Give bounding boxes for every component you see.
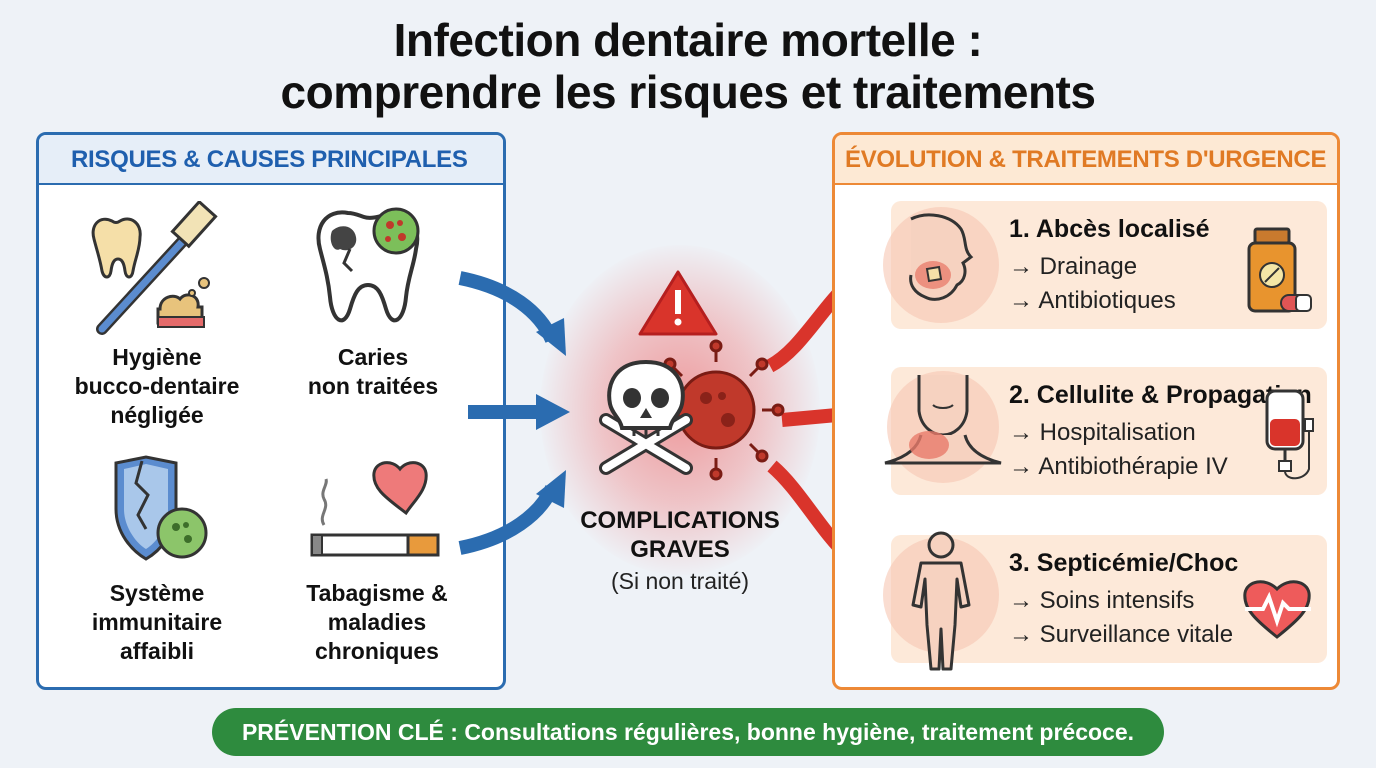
- complications-line-1: COMPLICATIONS: [580, 507, 780, 534]
- stage-line: → Antibiotiques: [1009, 287, 1176, 314]
- cigarette-heart-icon: [310, 461, 440, 557]
- complications-line-2: GRAVES: [630, 536, 730, 563]
- stage-title: 1. Abcès localisé: [1009, 215, 1210, 243]
- cause-label: Hygiène bucco-dentaire négligée: [74, 344, 240, 428]
- tooth-toothbrush-icon: [91, 201, 218, 335]
- cause-caries: Caries non traitées: [263, 201, 483, 401]
- cause-label: Système immunitaire affaibli: [91, 580, 223, 664]
- heart-monitor-icon: [1243, 580, 1311, 639]
- broken-shield-icon: [114, 455, 208, 561]
- treatments-panel: ÉVOLUTION & TRAITEMENTS D'URGENCE 1. Abc…: [832, 132, 1340, 690]
- stage-line: → Soins intensifs: [1009, 587, 1195, 614]
- arrow-blue-bottom: [458, 484, 559, 555]
- stage-line: → Antibiothérapie IV: [1009, 453, 1228, 480]
- decayed-tooth-icon: [316, 207, 420, 323]
- stage-septicemia: 3. Septicémie/Choc → Soins intensifs → S…: [883, 531, 1327, 671]
- stage-line: → Drainage: [1009, 253, 1138, 280]
- prevention-banner: PRÉVENTION CLÉ : Consultations régulière…: [212, 708, 1164, 756]
- swollen-face-icon: [883, 207, 999, 323]
- stage-line: → Hospitalisation: [1009, 419, 1196, 446]
- complications-label: COMPLICATIONS GRAVES: [540, 506, 820, 564]
- stage-cellulitis: 2. Cellulite & Propagation → Hospitalisa…: [884, 367, 1327, 495]
- cause-hygiene: Hygiène bucco-dentaire négligée: [47, 201, 267, 430]
- body-icon: [883, 531, 999, 671]
- stage-title: 2. Cellulite & Propagation: [1009, 381, 1312, 409]
- treatments-header: ÉVOLUTION & TRAITEMENTS D'URGENCE: [835, 135, 1337, 185]
- warning-icon: [638, 270, 718, 336]
- stage-abscess: 1. Abcès localisé → Drainage → Antibioti…: [883, 201, 1327, 329]
- cause-smoking: Tabagisme & maladies chroniques: [267, 453, 487, 666]
- complications-sub: (Si non traité): [610, 568, 750, 594]
- skull-crossbones-icon: [599, 359, 693, 475]
- iv-bag-icon: [1265, 389, 1314, 480]
- cause-label: Caries non traitées: [307, 344, 439, 399]
- swollen-neck-icon: [884, 371, 1002, 483]
- title-line-2: comprendre les risques et traitements: [280, 66, 1096, 118]
- cause-immunity: Système immunitaire affaibli: [47, 453, 267, 666]
- arrow-blue-top: [458, 271, 559, 344]
- page-title: Infection dentaire mortelle : comprendre…: [0, 14, 1376, 118]
- risks-header: RISQUES & CAUSES PRINCIPALES: [39, 135, 503, 185]
- pill-bottle-icon: [1247, 227, 1312, 313]
- virus-icon: [663, 339, 785, 481]
- stage-title: 3. Septicémie/Choc: [1009, 549, 1239, 577]
- risks-panel: RISQUES & CAUSES PRINCIPALES Hygiène buc…: [36, 132, 506, 690]
- stage-line: → Surveillance vitale: [1009, 621, 1234, 648]
- title-line-1: Infection dentaire mortelle :: [393, 14, 983, 66]
- cause-label: Tabagisme & maladies chroniques: [306, 580, 448, 664]
